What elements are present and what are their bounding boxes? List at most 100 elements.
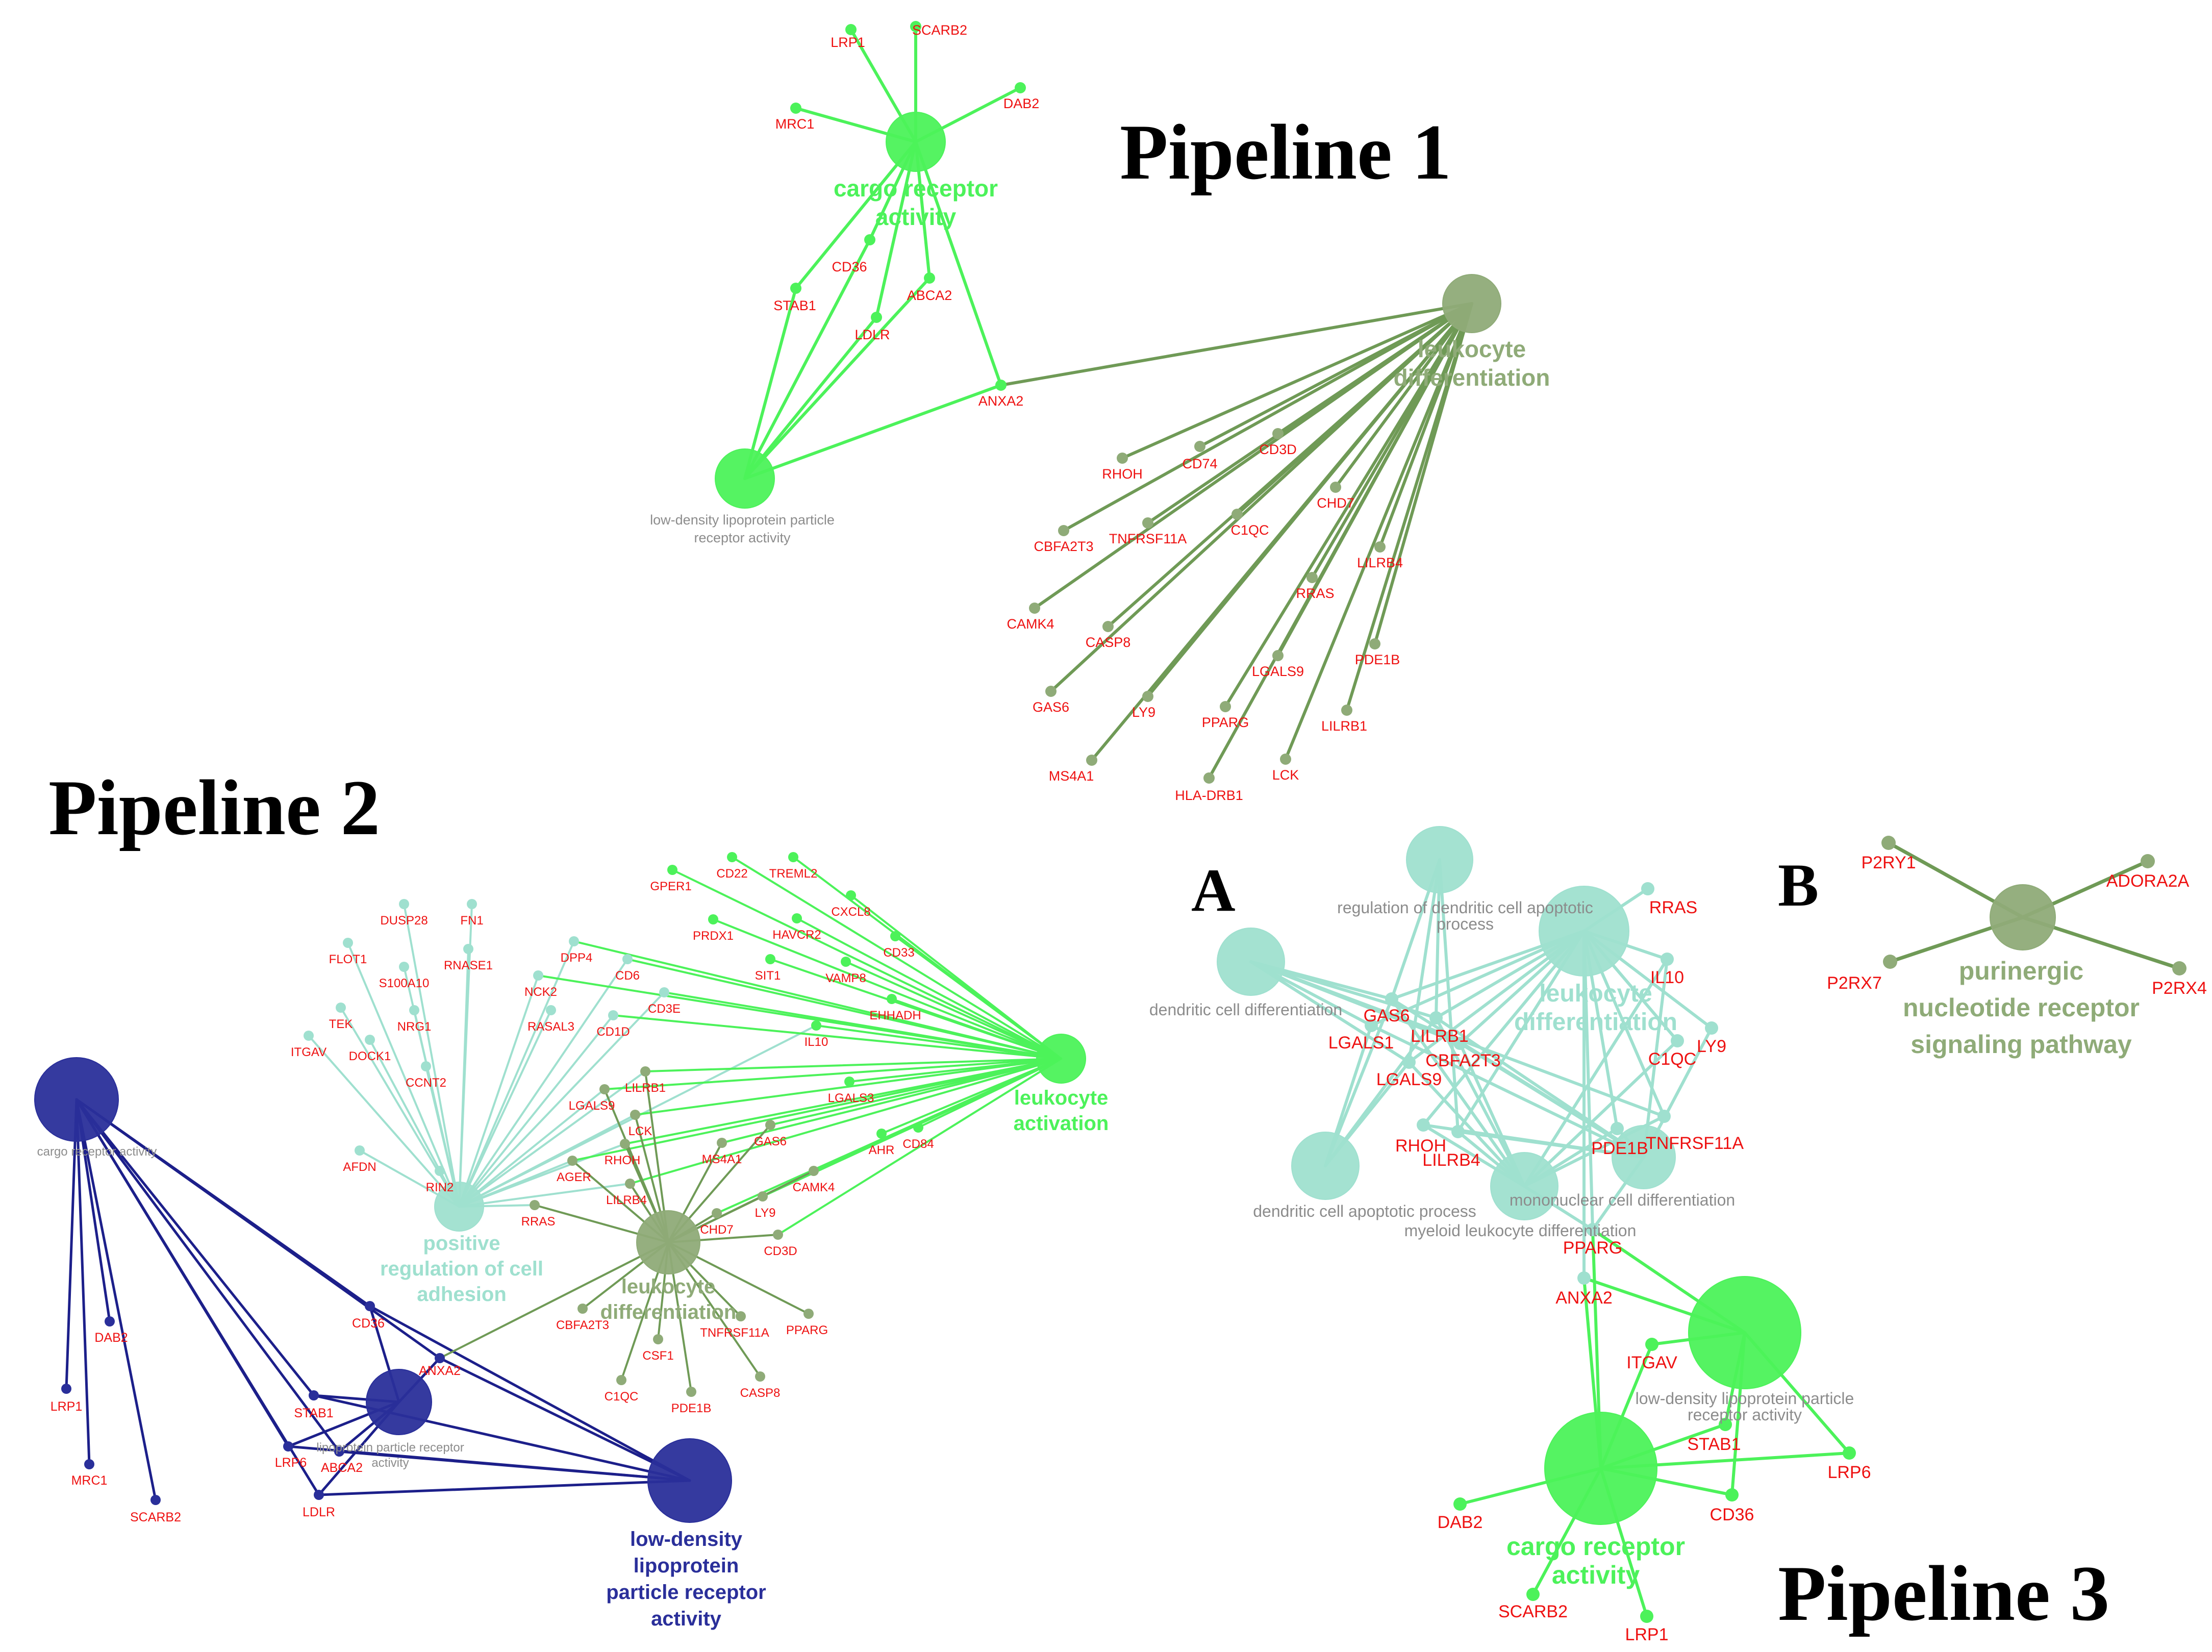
pipeline3-a-term-node-dca: [1291, 1132, 1360, 1200]
pipeline2-cluster-edge-act-lilrb1: [644, 1058, 1062, 1072]
pipeline1-gene-node-scarb2: [910, 21, 921, 32]
pipeline2-cluster-gene-node-cd3e: [659, 987, 669, 997]
pipeline1-edge-cra-stab1: [794, 140, 917, 290]
pipeline2-navy-gene-node-lrp1: [61, 1384, 71, 1394]
pipeline3-a-gene-node-lgals1: [1365, 1019, 1378, 1032]
pipeline2-cluster-gene-node-cd3d: [773, 1230, 783, 1240]
pipeline1-term-node-ldl: [715, 448, 775, 509]
pipeline1-gene-node-dab2: [1015, 82, 1026, 93]
pipeline1-gene-label-scarb2: SCARB2: [912, 22, 967, 38]
pipeline1-gene-node-c1qc: [1231, 509, 1243, 520]
pipeline3-a-gene-label-lrp1: LRP1: [1625, 1625, 1668, 1644]
pipeline1-edge-ldl-cd36: [743, 238, 871, 480]
pipeline2-navy-edge-cra-mrc1: [75, 1098, 91, 1466]
pipeline2-navy-gene-label-dab2: DAB2: [94, 1331, 128, 1345]
pipeline1-gene-label-rhoh: RHOH: [1102, 466, 1143, 482]
pipeline3-a-gene-node-rras: [1641, 882, 1654, 895]
pipeline3-a-gene-label-cd36: CD36: [1710, 1505, 1754, 1524]
pipeline1-gene-node-gas6: [1045, 686, 1057, 697]
pipeline3-a-term-label-mcd: mononuclear cell differentiation: [1510, 1191, 1735, 1209]
pipeline1-gene-node-lrp1: [845, 24, 857, 35]
pipeline1-term-label-line-cra-1: activity: [875, 204, 957, 230]
pipeline1-gene-label-lilrb4: LILRB4: [1357, 555, 1403, 570]
pipeline3-a-gene-node-scarb2: [1526, 1588, 1540, 1601]
pipeline1-gene-node-cd3d: [1272, 428, 1284, 439]
pipeline3-a-term-label-line-mld-0: myeloid leukocyte differentiation: [1404, 1221, 1637, 1240]
pipeline3-a-gene-node-cd36: [1725, 1488, 1739, 1501]
pipeline1-gene-node-camk4: [1029, 603, 1040, 614]
pipeline3-a-gene-node-stab1: [1719, 1418, 1732, 1431]
pipeline2-cluster-gene-node-s100a10: [399, 962, 409, 972]
pipeline2-cluster-gene-label-chd7: CHD7: [700, 1223, 733, 1237]
pipeline2-cluster-gene-label-rnase1: RNASE1: [444, 959, 493, 972]
pipeline3-a-gene-label-dab2: DAB2: [1438, 1513, 1483, 1532]
pipeline2-cluster-edge-pra-cd1d: [458, 1014, 614, 1208]
pipeline1-gene-node-rhoh: [1117, 453, 1128, 464]
pipeline2-navy-edge-cra-anxa2: [75, 1098, 441, 1360]
pipeline2-navy-edge-ldl-ldlr: [317, 1479, 691, 1496]
pipeline2-navy-term-label-line-ldl-3: activity: [651, 1608, 722, 1630]
pipeline3-a-gene-node-pparg: [1586, 1223, 1599, 1236]
pipeline2-navy-edge-cra-lrp1: [65, 1098, 78, 1390]
pipeline1-term-label-line-leu-0: leukocyte: [1418, 336, 1526, 362]
pipeline2-cluster-gene-node-cxcl8: [846, 890, 856, 900]
pipeline2-cluster-edge-act-cd22: [731, 856, 1062, 1060]
pipeline2-cluster-gene-label-ahr: AHR: [869, 1143, 895, 1157]
pipeline3-a-term-label-mld: myeloid leukocyte differentiation: [1404, 1221, 1637, 1240]
pipeline2-cluster-gene-node-chd7: [712, 1208, 722, 1218]
pipeline1-edge-leu-rhoh: [1121, 302, 1473, 460]
pipeline1-gene-label-gas6: GAS6: [1033, 699, 1069, 715]
pipeline2-cluster-gene-node-ms4a1: [717, 1138, 727, 1148]
pipeline3-b-gene-node-p2rx7: [1883, 955, 1897, 969]
pipeline2-cluster-gene-label-dock1: DOCK1: [349, 1049, 391, 1063]
pipeline3-a-gene-node-gas6: [1385, 992, 1398, 1006]
pipeline2-cluster-edge-pra-dpp4: [458, 940, 575, 1208]
pipeline2-cluster-gene-label-cd84: CD84: [902, 1137, 934, 1151]
pipeline2-cluster-edge-act-prdx1: [712, 918, 1062, 1060]
pipeline2-cluster-gene-node-flot1: [343, 938, 353, 948]
pipeline2-cluster-gene-label-cxcl8: CXCL8: [831, 905, 870, 919]
pipeline2-cluster-gene-node-sit1: [765, 954, 775, 964]
pipeline3-a-edge-mcd-il10: [1523, 958, 1669, 1188]
pipeline1-term-node-leu: [1442, 274, 1501, 333]
pipeline3-a-term-label-line-cra-1: activity: [1552, 1561, 1640, 1589]
pipeline2-cluster-edge-pra-lgals9: [458, 1088, 606, 1208]
pipeline2-navy-edge-ldl-anxa2: [438, 1357, 691, 1482]
pipeline3-a-gene-node-lilrb4: [1451, 1125, 1465, 1138]
pipeline2-cluster-term-node-pra: [434, 1182, 484, 1232]
pipeline2-cluster-gene-label-cd3e: CD3E: [648, 1002, 681, 1016]
pipeline1-gene-label-rras: RRAS: [1296, 586, 1334, 601]
pipeline1-gene-node-cd74: [1194, 441, 1205, 452]
pipeline3-a-gene-label-scarb2: SCARB2: [1498, 1602, 1568, 1621]
pipeline3-a-gene-node-tnfrsf11a: [1657, 1110, 1671, 1123]
pipeline-2-heading: Pipeline 2: [48, 764, 380, 852]
pipeline3-b-gene-node-p2ry1: [1881, 836, 1896, 850]
pipeline2-cluster-term-label-line-pra-1: regulation of cell: [380, 1258, 543, 1280]
pipeline3-a-term-node-ldf: [1539, 886, 1629, 977]
pipeline1-edge-leu-hla-drb1: [1208, 302, 1473, 780]
pipeline2-navy-edge-cra-stab1: [75, 1098, 315, 1397]
pipeline2-cluster-gene-node-il10: [811, 1020, 821, 1031]
pipeline1-gene-node-casp8: [1102, 621, 1114, 632]
pipeline1-edge-cra-anxa2: [914, 140, 1002, 387]
pipeline2-cluster-edge-pra-flot1: [347, 942, 460, 1208]
pipeline1-gene-label-pparg: PPARG: [1202, 715, 1249, 730]
pipeline2-cluster-gene-node-rras: [530, 1200, 540, 1210]
pipeline1-edge-ldl-ldlr: [743, 316, 878, 480]
pipeline1-gene-node-stab1: [790, 283, 801, 294]
pipeline3-a-gene-node-cbfa2t3: [1453, 1037, 1467, 1050]
pipeline2-cluster-gene-node-rasal3: [546, 1005, 556, 1015]
pipeline2-navy-edge-cra-ldlr: [75, 1098, 320, 1496]
pipeline2-navy-gene-node-ldlr: [314, 1490, 324, 1500]
pipeline2-cluster-gene-node-cd22: [727, 852, 737, 862]
pipeline2-cluster-gene-node-dpp4: [569, 936, 579, 946]
pipeline1-gene-label-cd3d: CD3D: [1259, 442, 1297, 457]
pipeline1-gene-node-pparg: [1220, 701, 1231, 712]
pipeline2-cluster-edge-act-lck: [634, 1058, 1062, 1116]
pipeline3-a-term-label-line-ldl-0: low-density lipoprotein particle: [1636, 1389, 1854, 1408]
pipeline3-a-gene-label-lgals9: LGALS9: [1376, 1070, 1442, 1089]
